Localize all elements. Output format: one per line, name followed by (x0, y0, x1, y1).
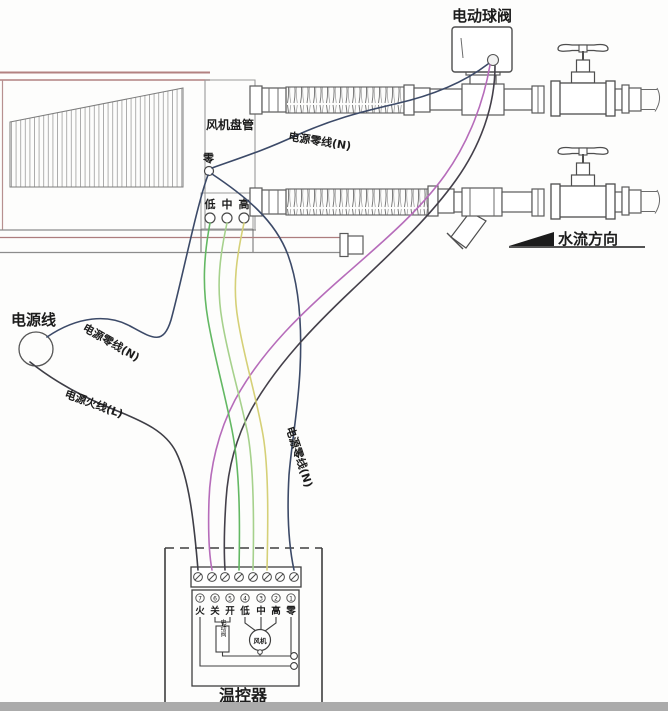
neutral-wire-coil-to-valve (211, 63, 489, 169)
fan-symbol: 风机 (248, 628, 272, 655)
terminal-number-3: 3 (259, 596, 263, 603)
terminal-strip (190, 566, 302, 588)
fan-coil-unit: 风机盘管 零 低 中 高 (0, 71, 256, 252)
valve-cable-connector (486, 53, 500, 67)
label-speed-mid: 中 (222, 197, 233, 211)
terminal-label-close: 关 (210, 605, 220, 617)
flexible-hose-upper (285, 86, 405, 114)
terminal-number-1: 1 (289, 596, 293, 603)
terminal-number-5: 5 (228, 596, 232, 603)
y-strainer (446, 187, 503, 250)
speed-mid-terminal-dot (221, 212, 233, 224)
return-pipe-lower (249, 146, 661, 250)
terminal-number-4: 4 (243, 596, 247, 603)
electric-ball-valve (451, 26, 513, 116)
terminal-number-7: 7 (198, 596, 202, 603)
label-electric-ball-valve: 电动球阀 (452, 7, 512, 25)
terminal-label-neutral: 零 (285, 606, 296, 617)
terminal-numbers: 7 6 5 4 3 2 1 (195, 593, 296, 603)
fan-high-wire (234, 222, 269, 571)
valve-close-wire (207, 64, 491, 571)
label-speed-high: 高 (239, 197, 250, 211)
output-terminal-neutral (290, 652, 298, 660)
fan-mid-wire (218, 222, 255, 571)
label-fan-coil-unit: 风机盘管 (206, 117, 254, 132)
flexible-hose-lower (285, 188, 429, 216)
ball-valve-actuator (451, 26, 513, 73)
label-water-flow: 水流方向 (558, 230, 618, 248)
terminal-number-2: 2 (274, 596, 278, 603)
gate-valve-upper (550, 43, 616, 117)
terminal-label-low: 低 (239, 605, 250, 617)
neutral-wire-power-to-coil (46, 174, 209, 338)
neutral-wire-coil-to-thermostat (211, 173, 302, 571)
fan-low-wire (203, 222, 241, 571)
water-flow-arrow (509, 232, 554, 246)
label-neutral-wire-top: 电源零线(N) (288, 129, 353, 153)
terminal-label-mid: 中 (256, 605, 266, 617)
label-power-line: 电源线 (11, 311, 56, 329)
photo-bottom-edge (0, 702, 668, 711)
terminal-number-6: 6 (213, 596, 217, 603)
neutral-terminal-dot (203, 165, 215, 177)
gate-valve-lower (550, 146, 616, 220)
output-terminal-live (290, 662, 298, 670)
thermostat-internal-wiring (199, 617, 292, 667)
valve-open-wire (223, 65, 496, 571)
terminal-labels: 火 关 开 低 中 高 零 (195, 605, 296, 617)
power-source: 电源线 (11, 311, 56, 367)
fan-symbol-label: 风机 (254, 636, 268, 645)
speed-low-terminal-dot (204, 212, 216, 224)
label-neutral-terminal: 零 (202, 152, 215, 165)
live-wire-power-to-thermostat (29, 361, 199, 571)
water-flow-indicator: 水流方向 (509, 230, 645, 248)
speed-high-terminal-dot (238, 212, 250, 224)
label-live-wire: 电源火线(L) (63, 387, 125, 421)
wires (29, 63, 496, 571)
thermostat: 7 6 5 4 3 2 1 火 关 开 低 中 高 零 电动阀 (164, 547, 323, 705)
terminal-label-live: 火 (195, 606, 205, 617)
label-thermostat: 温控器 (218, 686, 268, 705)
terminal-label-open: 开 (225, 606, 235, 617)
drain-pipe (0, 232, 364, 258)
coil-hatch (9, 87, 184, 188)
electric-valve-symbol: 电动阀 (215, 618, 230, 653)
label-speed-low: 低 (204, 197, 216, 211)
terminal-screws (193, 572, 299, 582)
electric-valve-label: 电动阀 (219, 618, 226, 638)
terminal-label-high: 高 (271, 605, 281, 617)
thermostat-inner-panel (191, 589, 300, 687)
